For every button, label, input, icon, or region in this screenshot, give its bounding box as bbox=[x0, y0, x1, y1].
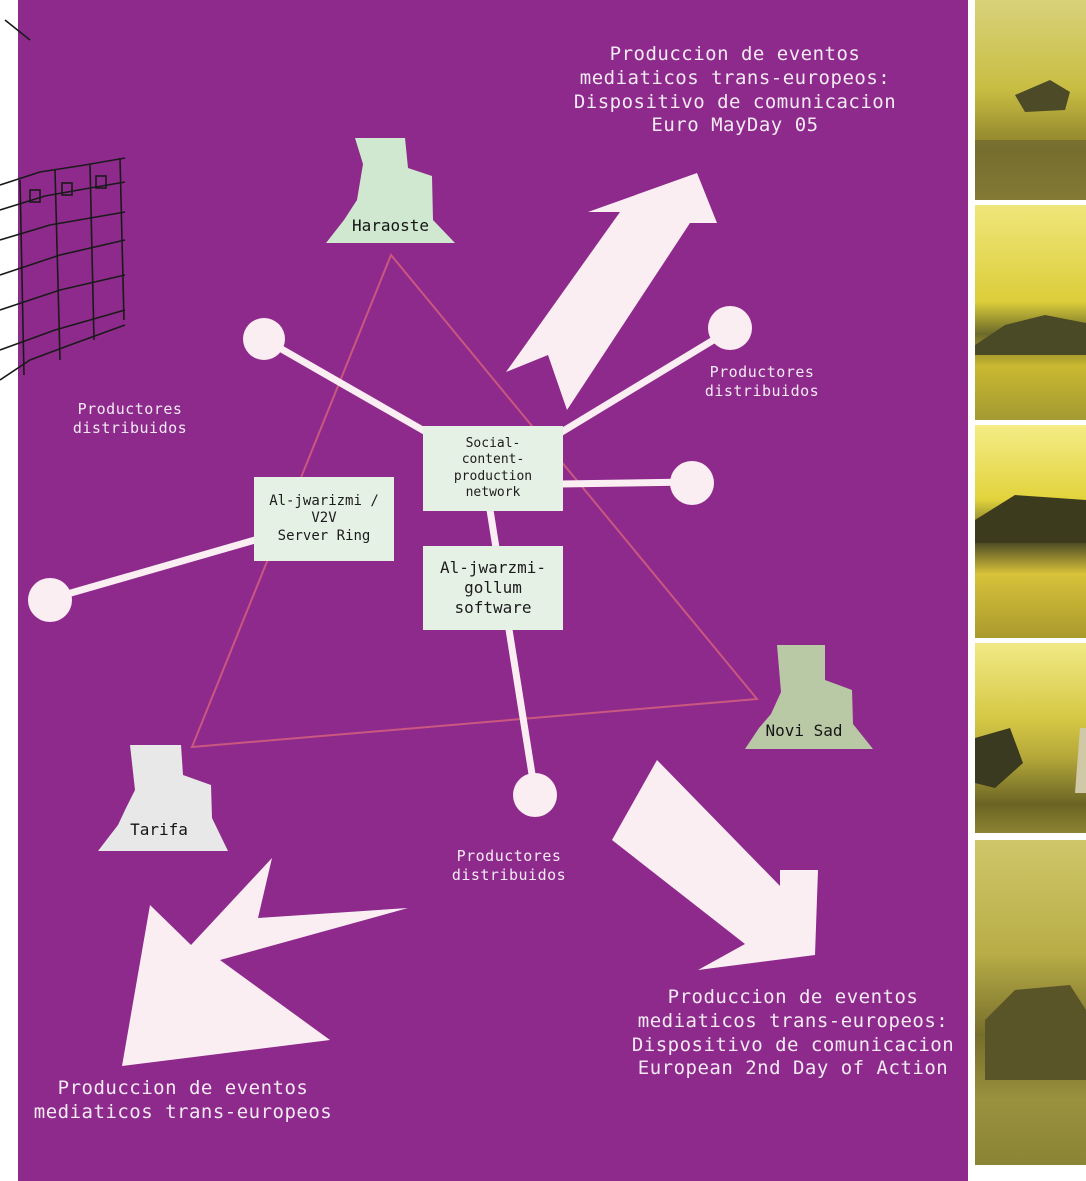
box-line: network bbox=[465, 484, 521, 500]
spoke-line bbox=[556, 478, 696, 488]
producer-node bbox=[28, 578, 72, 622]
label-line: distribuidos bbox=[72, 418, 188, 437]
photo-detail bbox=[975, 80, 1086, 200]
producer-node bbox=[513, 773, 557, 817]
box-line: V2V bbox=[311, 510, 337, 527]
heading-second-day-action: Produccion de eventos mediaticos trans-e… bbox=[612, 986, 974, 1081]
heading-line: European 2nd Day of Action bbox=[637, 1057, 949, 1080]
network-nodes bbox=[28, 306, 752, 817]
label-line: distribuidos bbox=[704, 381, 820, 400]
wall-sketch bbox=[0, 19, 126, 381]
heading-line: Produccion de eventos bbox=[57, 1077, 309, 1099]
producers-right-label: Productores distribuidos bbox=[692, 363, 832, 401]
photo-detail bbox=[975, 495, 1086, 543]
photo-detail bbox=[985, 985, 1086, 1080]
arrow-down-right bbox=[612, 760, 818, 970]
photo-coastal-cliff bbox=[975, 840, 1086, 1165]
photo-fortress-river bbox=[975, 205, 1086, 420]
heading-line: Dispositivo de comunicacion bbox=[573, 90, 897, 113]
heading-line: Dispositivo de comunicacion bbox=[631, 1033, 955, 1056]
photo-detail bbox=[975, 315, 1086, 355]
server-ring-box: Al-jwarizmi / V2V Server Ring bbox=[254, 477, 394, 561]
tarifa-tower-shape bbox=[98, 745, 228, 851]
arrow-down-left bbox=[122, 858, 408, 1066]
heading-euro-mayday: Produccion de eventos mediaticos trans-e… bbox=[565, 43, 905, 138]
place-novi-sad-label: Novi Sad bbox=[765, 721, 843, 740]
heading-line: Euro MayDay 05 bbox=[651, 114, 819, 137]
producers-left-label: Productores distribuidos bbox=[60, 400, 200, 438]
photo-rocky-shore bbox=[975, 0, 1086, 200]
box-line: gollum bbox=[464, 578, 522, 597]
label-line: distribuidos bbox=[451, 865, 567, 884]
heading-line: mediaticos trans-europeos: bbox=[637, 1009, 949, 1032]
heading-line: Produccion de eventos bbox=[609, 43, 861, 65]
harqoste-tower-shape bbox=[326, 138, 455, 243]
arrow-up-right bbox=[506, 173, 717, 410]
novi-sad-tower-shape bbox=[745, 645, 873, 749]
heading-line: mediaticos trans-europeos: bbox=[579, 66, 891, 89]
producer-node bbox=[708, 306, 752, 350]
label-line: Productores bbox=[456, 847, 562, 865]
heading-line: Produccion de eventos bbox=[667, 986, 919, 1008]
gollum-software-box: Al-jwarzmi- gollum software bbox=[423, 546, 563, 630]
producer-node bbox=[243, 318, 285, 360]
box-line: Social- bbox=[465, 436, 521, 451]
producers-bottom-label: Productores distribuidos bbox=[439, 847, 579, 885]
box-line: Al-jwarizmi / bbox=[269, 492, 379, 509]
place-tarifa-label: Tarifa bbox=[130, 820, 188, 839]
box-line: Server Ring bbox=[277, 527, 371, 544]
photo-detail bbox=[975, 728, 1086, 793]
box-line: production bbox=[453, 468, 533, 484]
box-line: Al-jwarzmi- bbox=[440, 558, 546, 577]
producer-node bbox=[670, 461, 714, 505]
photo-fortress-sunset bbox=[975, 425, 1086, 638]
photo-river-rocks bbox=[975, 643, 1086, 833]
box-line: software bbox=[454, 598, 532, 617]
place-harqoste-label: Haraoste bbox=[351, 216, 430, 235]
spoke-line bbox=[556, 326, 734, 437]
label-line: Productores bbox=[709, 363, 815, 381]
heading-trans-european: Produccion de eventos mediaticos trans-e… bbox=[28, 1077, 338, 1125]
spoke-line bbox=[46, 536, 259, 603]
label-line: Productores bbox=[77, 400, 183, 418]
box-line: content- bbox=[461, 452, 525, 468]
social-content-network-box: Social- content- production network bbox=[423, 426, 563, 511]
heading-line: mediaticos trans-europeos bbox=[33, 1100, 333, 1123]
spoke-line bbox=[260, 335, 444, 444]
